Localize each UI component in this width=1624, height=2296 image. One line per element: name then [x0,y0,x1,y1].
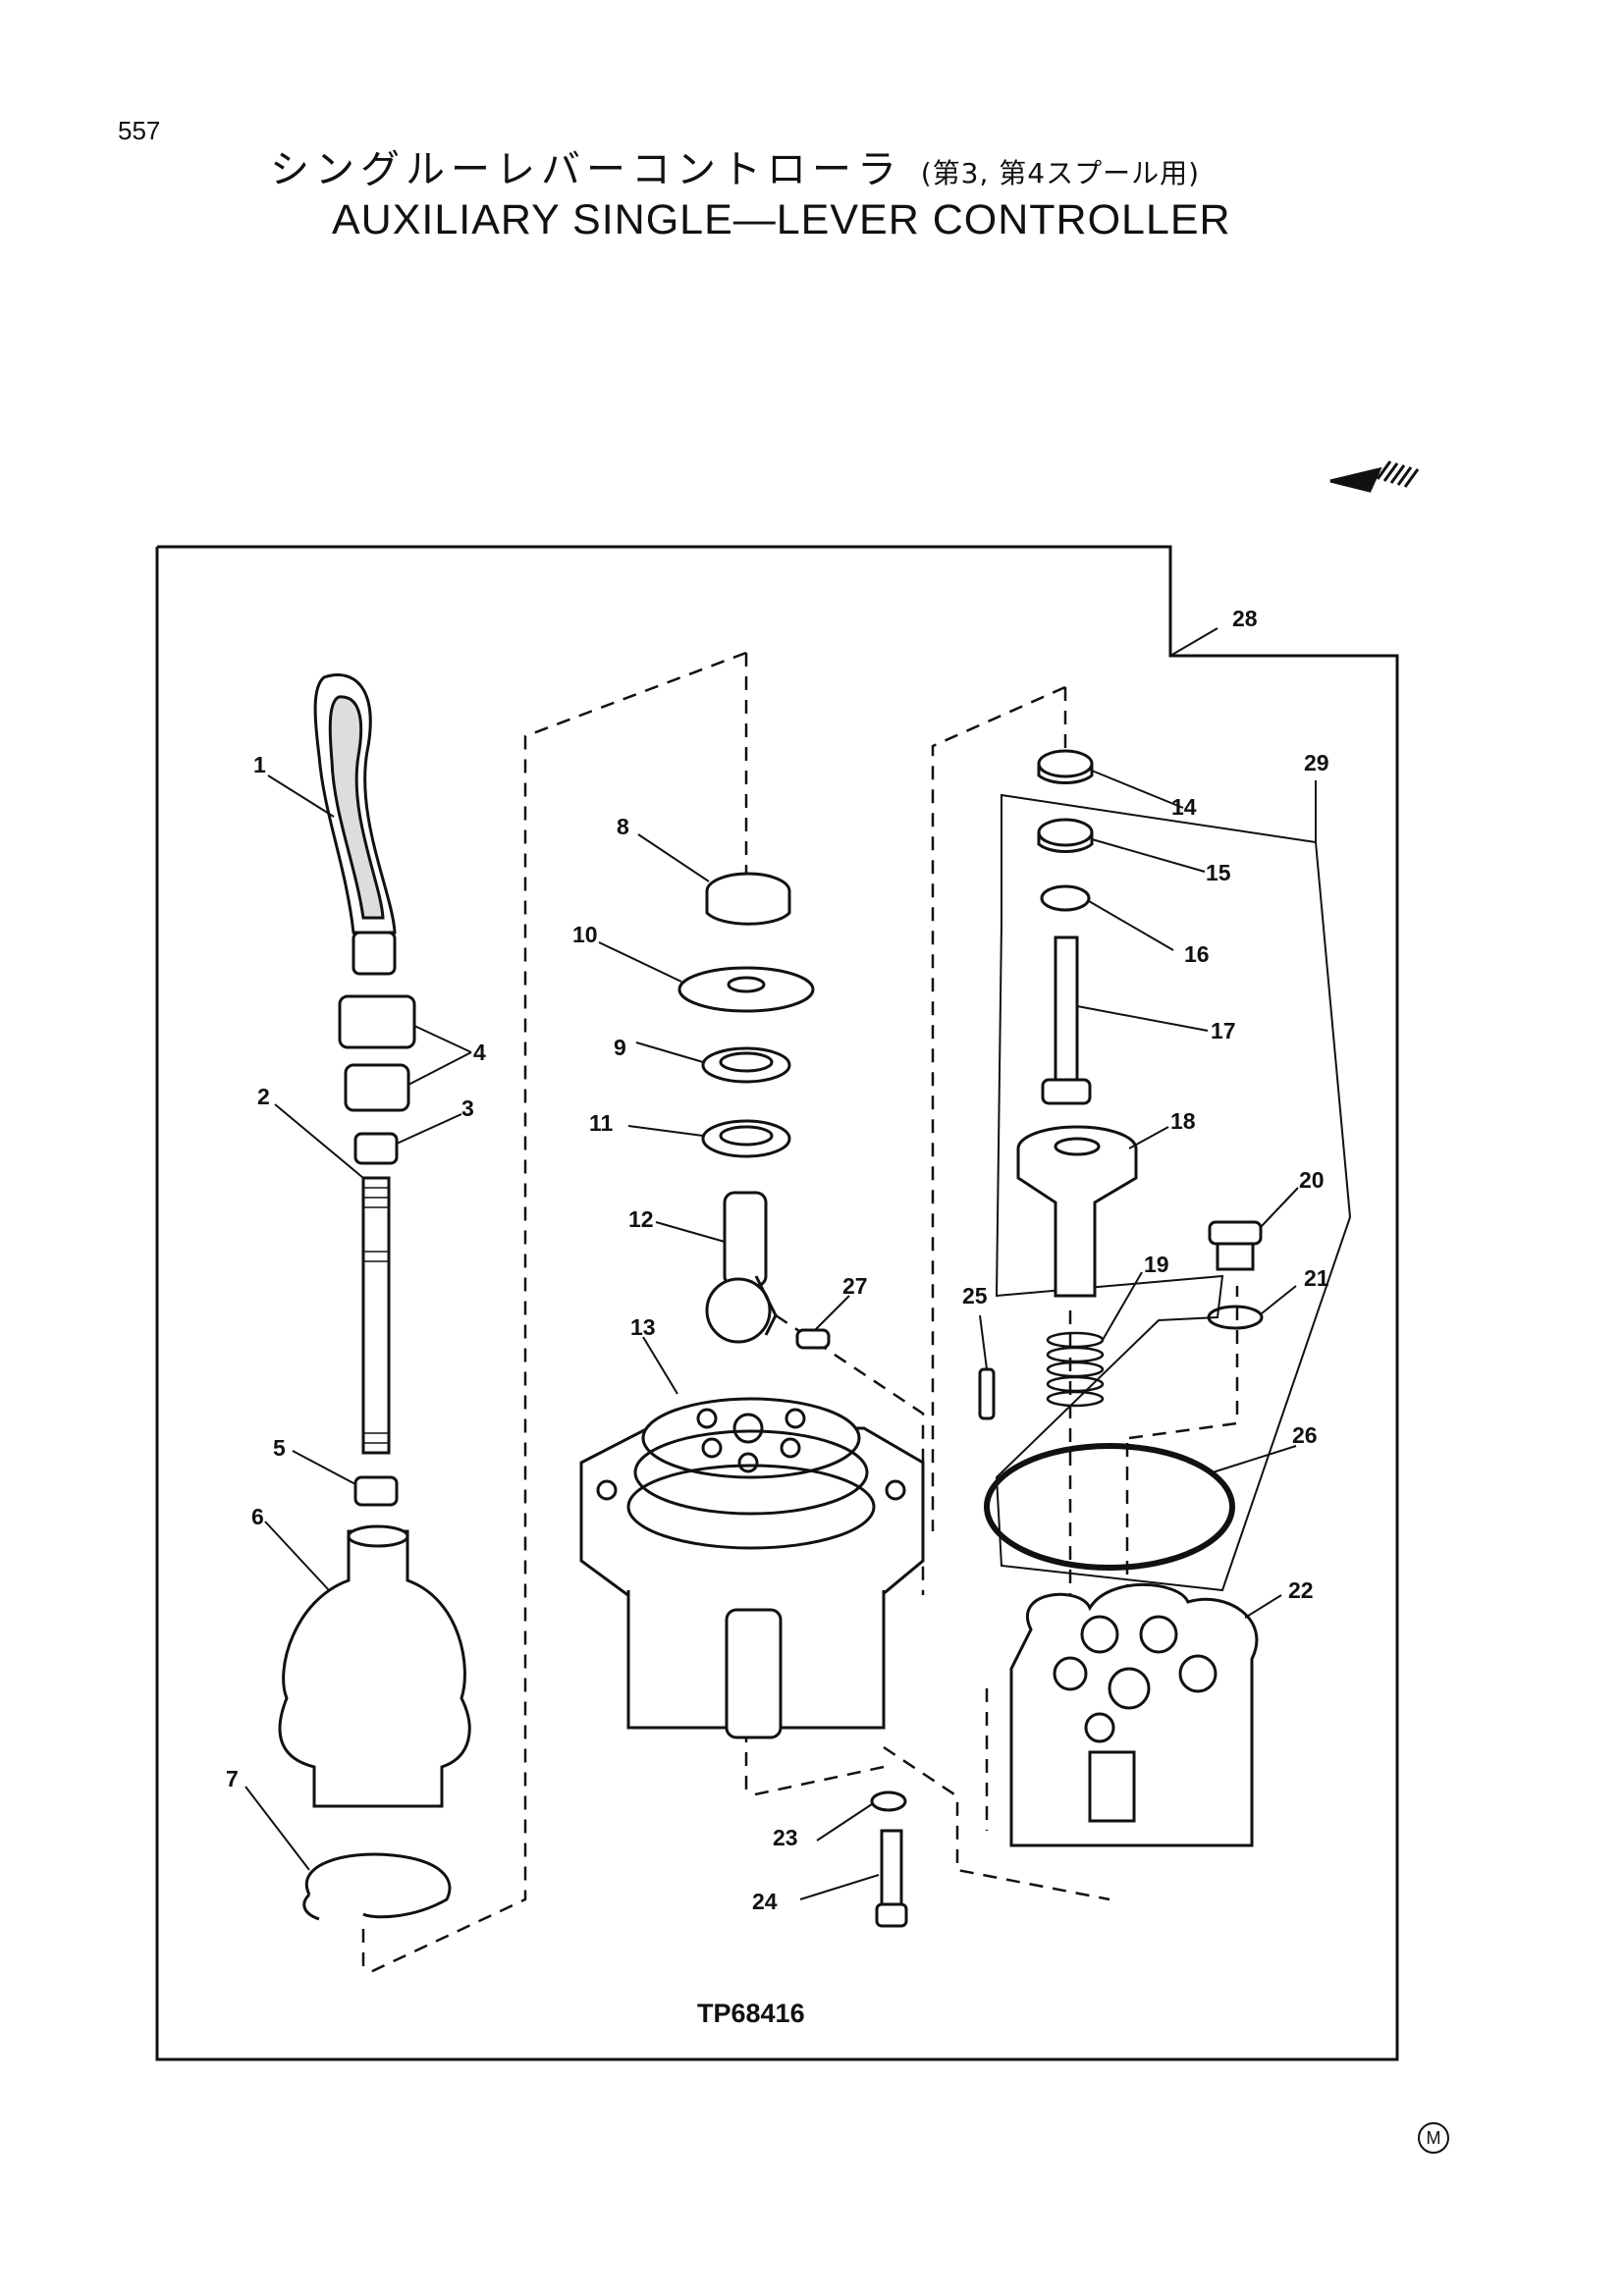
callout-2: 2 [257,1084,270,1109]
o-ring [984,1443,1235,1571]
callout-15: 15 [1206,860,1231,885]
title-japanese-note: (第3, 第4スプール用) [920,157,1200,189]
callout-7: 7 [226,1766,239,1791]
callout-16: 16 [1184,941,1210,967]
callout-3: 3 [461,1095,474,1121]
grip-handle [313,673,397,976]
callout-22: 22 [1288,1577,1314,1603]
callout-27: 27 [842,1273,868,1299]
callout-24: 24 [752,1889,778,1914]
callout-29: 29 [1304,750,1329,775]
callout-12: 12 [628,1206,654,1232]
title-japanese-main: シングルーレバーコントローラ [270,147,902,192]
callout-13: 13 [630,1314,656,1340]
callout-1: 1 [253,752,266,777]
assembly-frame [155,545,1399,2061]
callout-9: 9 [614,1035,626,1060]
callout-14: 14 [1171,794,1197,820]
callout-4: 4 [473,1040,486,1065]
controller-housing [579,1397,925,1739]
callout-23: 23 [773,1825,798,1850]
valve-body [1009,1582,1259,1847]
callout-19: 19 [1144,1252,1169,1277]
callout-17: 17 [1211,1018,1236,1043]
drawing-code: TP68416 [697,1999,805,2028]
callout-6: 6 [251,1504,264,1529]
callout-28: 28 [1232,606,1258,631]
callout-18: 18 [1170,1108,1196,1134]
callout-8: 8 [617,814,629,839]
page-number: 557 [118,116,161,145]
page-title-english: AUXILIARY SINGLE—LEVER CONTROLLER [332,196,1231,243]
callout-20: 20 [1299,1167,1325,1193]
page-title-japanese: シングルーレバーコントローラ (第3, 第4スプール用) [270,137,1200,194]
callout-5: 5 [273,1435,286,1461]
direction-arrow-icon [1329,460,1420,493]
callout-25: 25 [962,1283,988,1308]
kit-outline [995,793,1352,1592]
rubber-boot [278,1529,471,1808]
callout-10: 10 [572,922,598,947]
publisher-logo-icon: M [1418,2122,1449,2154]
callout-11: 11 [589,1110,614,1136]
callout-26: 26 [1292,1422,1318,1448]
callout-21: 21 [1304,1265,1329,1291]
